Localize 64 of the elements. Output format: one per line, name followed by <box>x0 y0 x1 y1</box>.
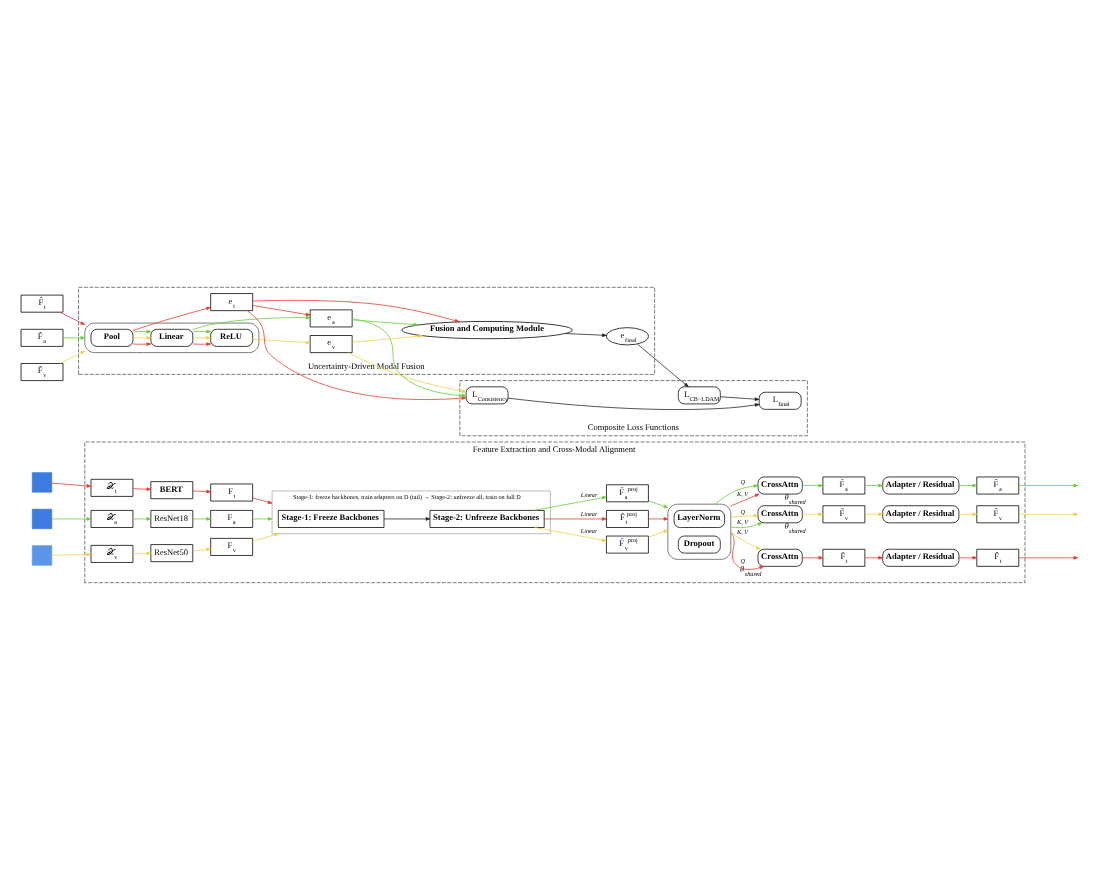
arrow <box>51 517 92 521</box>
arrow <box>352 319 419 327</box>
arrow <box>351 318 467 398</box>
arrow <box>352 334 423 343</box>
arrow <box>730 531 761 550</box>
arrow <box>132 487 152 491</box>
arrow <box>864 556 883 560</box>
arrow <box>1018 512 1079 517</box>
arrow <box>252 497 273 504</box>
arrow <box>51 552 92 557</box>
arrow <box>246 310 467 400</box>
arrow <box>864 512 883 517</box>
arrow <box>958 512 978 517</box>
arrow <box>132 517 152 521</box>
arrow <box>132 306 211 331</box>
arrow <box>192 547 211 552</box>
arrow <box>719 396 760 401</box>
cluster <box>84 322 260 353</box>
arrow <box>958 556 978 560</box>
arrow <box>730 531 764 570</box>
arrow <box>565 333 607 337</box>
arrow <box>648 517 669 521</box>
arrow <box>543 517 607 521</box>
node-box <box>31 508 53 530</box>
arrow <box>730 493 760 507</box>
arrow <box>347 352 467 393</box>
arrow <box>801 483 824 488</box>
arrow <box>534 496 607 511</box>
arrow <box>958 483 978 488</box>
arrow <box>132 342 152 346</box>
arrow <box>132 551 152 556</box>
arrow <box>714 484 759 505</box>
arrow <box>59 350 86 364</box>
arrow <box>730 522 763 529</box>
arrow <box>252 533 280 542</box>
arrow <box>192 336 211 340</box>
cluster <box>667 503 732 560</box>
arrow <box>730 514 759 518</box>
arrow <box>637 343 689 388</box>
arrow <box>59 311 86 325</box>
arrow <box>192 329 211 334</box>
arrow <box>252 338 311 345</box>
arrow <box>383 517 431 521</box>
arrow <box>62 336 86 340</box>
arrow <box>648 529 669 538</box>
arrow <box>252 305 311 317</box>
arrow <box>864 483 883 488</box>
arrow <box>192 315 311 330</box>
arrow <box>192 342 211 346</box>
node-box <box>31 545 53 566</box>
arrow <box>192 489 211 494</box>
arrow <box>51 482 92 488</box>
arrow <box>1018 483 1079 488</box>
arrow <box>801 512 824 517</box>
arrow <box>507 397 760 410</box>
arrow <box>132 336 152 340</box>
arrow <box>192 517 211 521</box>
arrow <box>648 500 669 509</box>
arrow <box>132 329 152 334</box>
arrow <box>534 527 607 542</box>
arrow <box>252 517 273 521</box>
arrow <box>801 556 824 560</box>
node-box <box>31 472 53 493</box>
arrow <box>252 299 460 323</box>
